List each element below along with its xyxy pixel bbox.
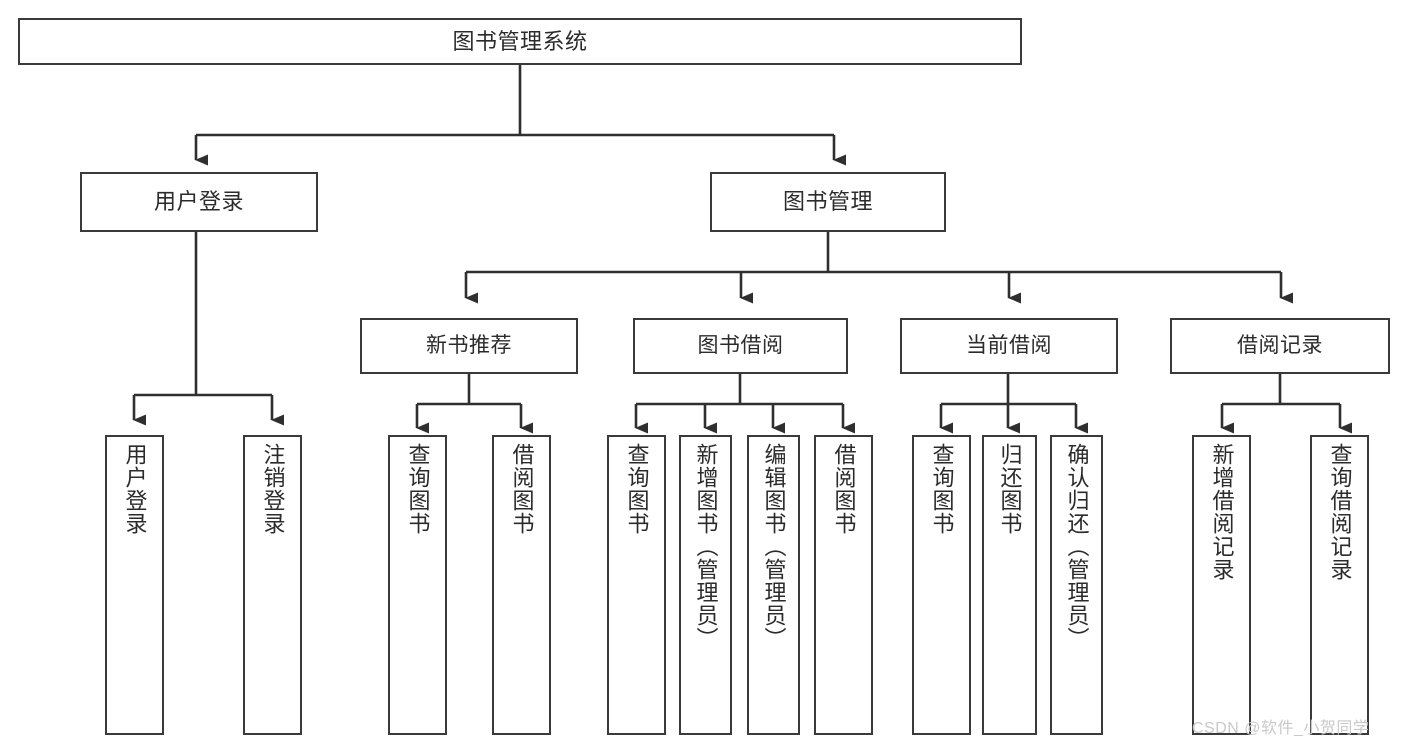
leaf-borrow-add-book[interactable]: 新增图书（管理员）: [679, 435, 732, 735]
leaf-borrow-query-book[interactable]: 查询图书: [607, 435, 666, 735]
node-borrow-record-label: 借阅记录: [1237, 333, 1323, 357]
leaf-borrow-borrow-book-label: 借阅图书: [831, 443, 857, 535]
leaf-logout-login[interactable]: 注销登录: [243, 435, 302, 735]
leaf-current-return-book[interactable]: 归还图书: [982, 435, 1037, 735]
leaf-current-confirm-return[interactable]: 确认归还（管理员）: [1050, 435, 1103, 735]
leaf-borrow-edit-book[interactable]: 编辑图书（管理员）: [747, 435, 800, 735]
leaf-record-add-record-label: 新增借阅记录: [1209, 443, 1235, 581]
node-user-login[interactable]: 用户登录: [80, 172, 318, 232]
leaf-newbook-query-book[interactable]: 查询图书: [388, 435, 447, 735]
leaf-borrow-query-book-label: 查询图书: [624, 443, 650, 535]
node-root[interactable]: 图书管理系统: [18, 18, 1022, 65]
node-new-book-recommend-label: 新书推荐: [426, 333, 512, 357]
leaf-newbook-borrow-book[interactable]: 借阅图书: [492, 435, 551, 735]
leaf-logout-login-label: 注销登录: [260, 443, 286, 535]
node-book-borrow[interactable]: 图书借阅: [633, 318, 848, 374]
leaf-borrow-borrow-book[interactable]: 借阅图书: [814, 435, 873, 735]
leaf-record-add-record[interactable]: 新增借阅记录: [1192, 435, 1251, 735]
leaf-current-confirm-return-label: 确认归还（管理员）: [1064, 443, 1090, 650]
node-book-management[interactable]: 图书管理: [710, 172, 946, 232]
leaf-user-login[interactable]: 用户登录: [105, 435, 164, 735]
node-book-management-label: 图书管理: [782, 189, 873, 215]
leaf-record-query-record[interactable]: 查询借阅记录: [1310, 435, 1369, 735]
node-current-borrow[interactable]: 当前借阅: [900, 318, 1118, 374]
leaf-user-login-label: 用户登录: [122, 443, 148, 535]
node-borrow-record[interactable]: 借阅记录: [1170, 318, 1390, 374]
leaf-record-query-record-label: 查询借阅记录: [1327, 443, 1353, 581]
leaf-newbook-borrow-book-label: 借阅图书: [509, 443, 535, 535]
node-root-label: 图书管理系统: [452, 28, 588, 54]
node-book-borrow-label: 图书借阅: [697, 333, 784, 357]
leaf-current-query-book[interactable]: 查询图书: [912, 435, 971, 735]
leaf-current-query-book-label: 查询图书: [929, 443, 955, 535]
leaf-current-return-book-label: 归还图书: [997, 443, 1023, 535]
node-user-login-label: 用户登录: [153, 189, 244, 215]
node-new-book-recommend[interactable]: 新书推荐: [360, 318, 578, 374]
leaf-newbook-query-book-label: 查询图书: [405, 443, 431, 535]
watermark-text: CSDN @软件_小贺同学: [1192, 720, 1370, 737]
leaf-borrow-add-book-label: 新增图书（管理员）: [693, 443, 719, 650]
leaf-borrow-edit-book-label: 编辑图书（管理员）: [761, 443, 787, 650]
node-current-borrow-label: 当前借阅: [966, 333, 1052, 357]
